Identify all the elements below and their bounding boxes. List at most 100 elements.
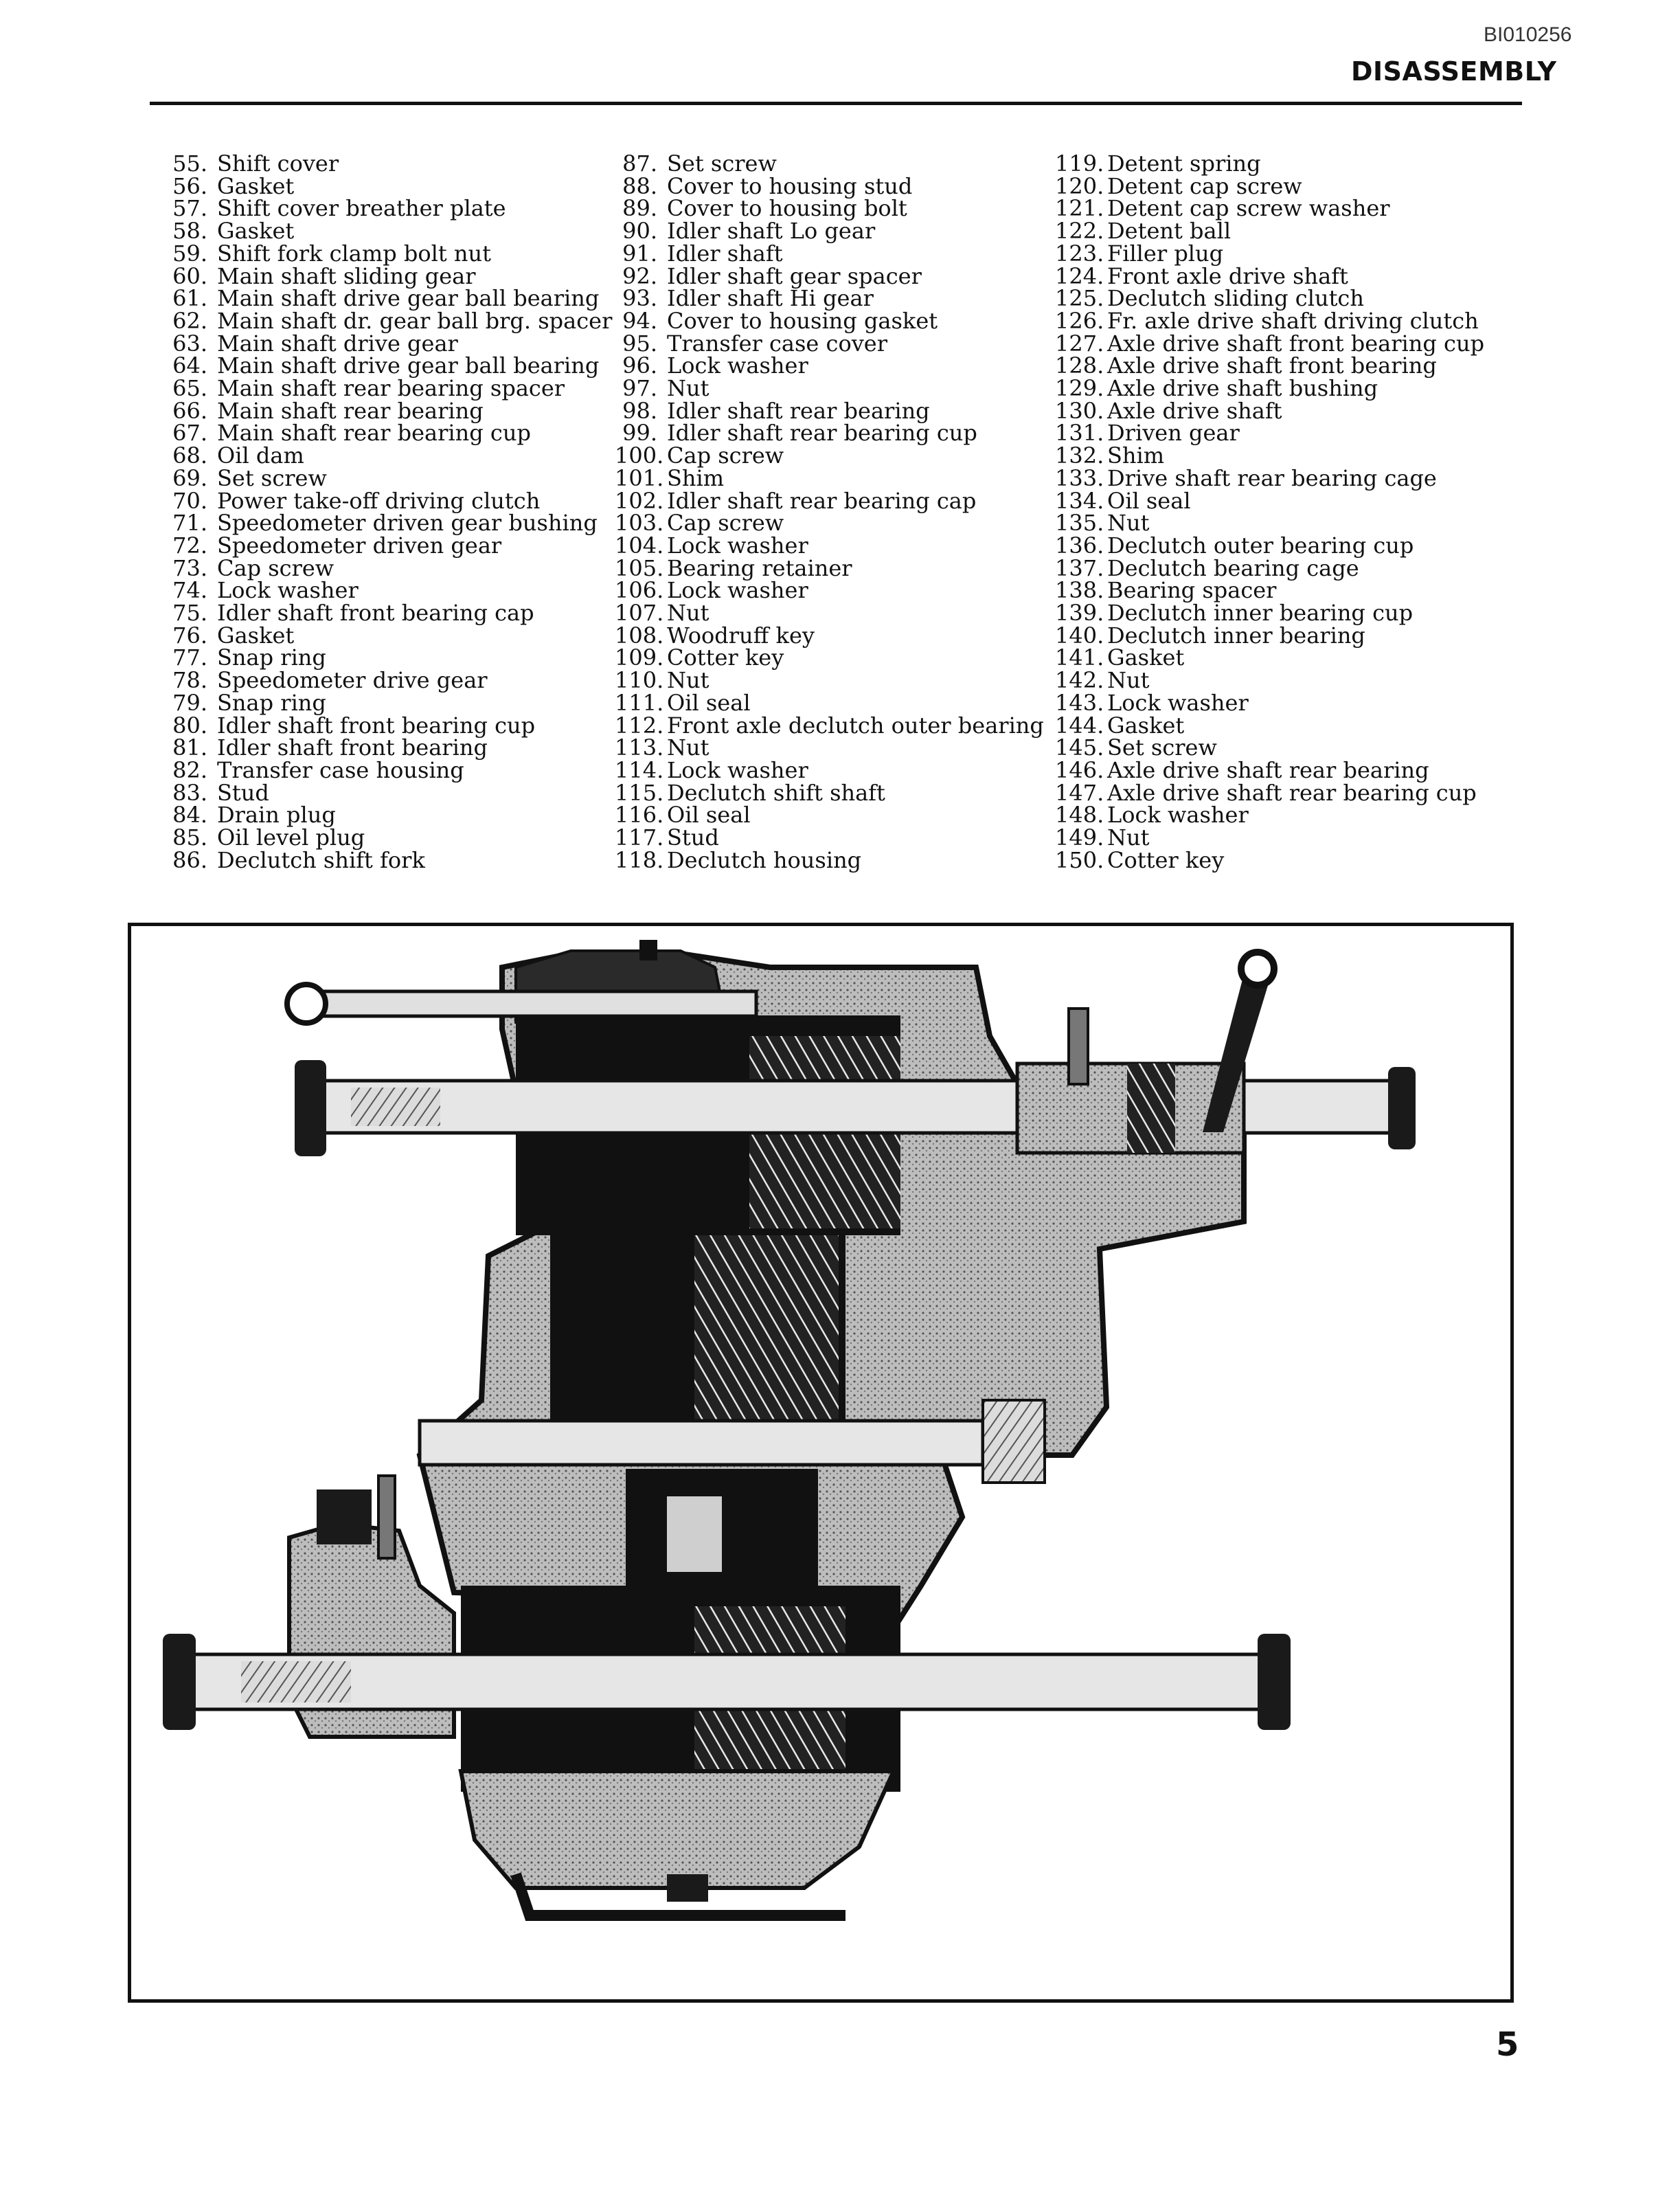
- part-number: 138.: [1055, 577, 1104, 604]
- part-number: 88.: [622, 172, 657, 199]
- part-number: 81.: [172, 734, 207, 761]
- part-name: Gasket: [1107, 644, 1185, 671]
- part-number: 115.: [615, 779, 664, 806]
- part-name: Axle drive shaft bushing: [1107, 375, 1378, 402]
- part-name: Main shaft drive gear ball bearing: [217, 352, 600, 379]
- part-number: 78.: [172, 667, 207, 694]
- parts-list-item: 61.Main shaft drive gear ball bearing: [165, 287, 612, 310]
- part-number: 135.: [1055, 510, 1104, 537]
- spline-band-left: [351, 1088, 440, 1126]
- part-number: 65.: [172, 375, 207, 402]
- parts-list-item: 99.Idler shaft rear bearing cup: [615, 422, 1044, 445]
- part-name: Detent cap screw washer: [1107, 195, 1390, 222]
- part-name: Declutch sliding clutch: [1107, 285, 1364, 312]
- part-name: Oil level plug: [217, 824, 365, 851]
- part-number: 92.: [622, 262, 657, 289]
- part-name: Declutch outer bearing cup: [1107, 532, 1414, 559]
- parts-list-item: 142.Nut: [1055, 669, 1484, 692]
- parts-list-item: 150.Cotter key: [1055, 849, 1484, 872]
- part-name: Gasket: [217, 622, 295, 649]
- part-number: 105.: [615, 554, 664, 581]
- part-name: Bearing retainer: [667, 554, 852, 581]
- part-number: 64.: [172, 352, 207, 379]
- part-name: Stud: [217, 779, 269, 806]
- part-number: 82.: [172, 756, 207, 783]
- part-number: 63.: [172, 330, 207, 357]
- part-number: 127.: [1055, 330, 1104, 357]
- part-number: 101.: [615, 464, 664, 491]
- parts-list-item: 134.Oil seal: [1055, 489, 1484, 513]
- part-name: Declutch inner bearing: [1107, 622, 1365, 649]
- declutch-shift-shaft: [317, 1489, 372, 1544]
- part-name: Speedometer driven gear: [217, 532, 502, 559]
- part-name: Transfer case cover: [667, 330, 888, 357]
- parts-list-item: 64. Main shaft drive gear ball bearing: [165, 355, 612, 377]
- parts-list-item: 67.Main shaft rear bearing cup: [165, 422, 612, 445]
- part-name: Shift cover breather plate: [217, 195, 506, 222]
- part-name: Driven gear: [1107, 420, 1240, 447]
- part-number: 148.: [1055, 802, 1104, 829]
- part-number: 71.: [172, 510, 207, 537]
- parts-list-item: 85. Oil level plug: [165, 826, 612, 849]
- part-name: Speedometer drive gear: [217, 667, 488, 694]
- part-number: 147.: [1055, 779, 1104, 806]
- parts-list-item: 80.Idler shaft front bearing cup: [165, 714, 612, 737]
- part-number: 150.: [1055, 846, 1104, 873]
- parts-list-item: 114.Lock washer: [615, 759, 1044, 782]
- parts-list-item: 73.Cap screw: [165, 554, 612, 581]
- part-name: Idler shaft front bearing: [217, 734, 488, 761]
- part-number: 109.: [615, 644, 664, 671]
- shift-rod-eye: [284, 982, 328, 1026]
- part-number: 132.: [1055, 442, 1104, 469]
- part-number: 96.: [622, 352, 657, 379]
- part-name: Detent cap screw: [1107, 172, 1302, 199]
- parts-list-item: 123.Filler plug: [1055, 243, 1484, 265]
- part-number: 126.: [1055, 307, 1104, 334]
- part-name: Shim: [667, 464, 725, 491]
- parts-list-item: 86.Declutch shift fork: [165, 849, 612, 872]
- part-number: 139.: [1055, 600, 1104, 627]
- part-name: Shift cover: [217, 150, 339, 177]
- parts-list-item: 95.Transfer case cover: [615, 330, 1044, 357]
- transfer-case-illustration: [128, 923, 1514, 2003]
- page-number: 5: [1496, 2025, 1519, 2064]
- parts-list-item: 113.Nut: [615, 736, 1044, 759]
- parts-list-item: 125.Declutch sliding clutch: [1055, 287, 1484, 310]
- part-number: 100.: [615, 442, 664, 469]
- parts-list-item: 140.Declutch inner bearing: [1055, 625, 1484, 647]
- part-name: Idler shaft: [667, 240, 783, 267]
- part-name: Declutch bearing cage: [1107, 554, 1359, 581]
- parts-list-item: 88.Cover to housing stud: [615, 175, 1044, 198]
- part-name: Shift fork clamp bolt nut: [217, 240, 491, 267]
- part-name: Power take-off driving clutch: [217, 487, 541, 514]
- part-number: 111.: [615, 689, 664, 716]
- parts-list-item: 122.Detent ball: [1055, 220, 1484, 243]
- part-number: 146.: [1055, 756, 1104, 783]
- part-name: Nut: [1107, 667, 1150, 694]
- part-name: Gasket: [1107, 712, 1185, 739]
- header-rule: [150, 102, 1522, 105]
- parts-list-item: 78. Speedometer drive gear: [165, 669, 612, 692]
- declutch-stud: [377, 1474, 396, 1560]
- part-name: Snap ring: [217, 644, 326, 671]
- part-number: 130.: [1055, 397, 1104, 424]
- part-number: 85.: [172, 824, 207, 851]
- parts-list-item: 93.Idler shaft Hi gear: [615, 287, 1044, 310]
- part-name: Gasket: [217, 172, 295, 199]
- parts-list-item: 145.Set screw: [1055, 736, 1484, 759]
- parts-list-item: 124.Front axle drive shaft: [1055, 265, 1484, 288]
- parts-list-item: 62.Main shaft dr. gear ball brg. spacer: [165, 310, 612, 333]
- part-name: Set screw: [1107, 734, 1217, 761]
- part-number: 72.: [172, 532, 207, 559]
- part-name: Cap screw: [217, 554, 334, 581]
- part-name: Lock washer: [667, 756, 808, 783]
- part-name: Woodruff key: [667, 622, 815, 649]
- part-name: Main shaft rear bearing cup: [217, 420, 531, 447]
- part-number: 56.: [172, 172, 207, 199]
- part-name: Detent ball: [1107, 218, 1231, 245]
- part-number: 75.: [172, 600, 207, 627]
- part-number: 87.: [622, 150, 657, 177]
- part-number: 119.: [1055, 150, 1104, 177]
